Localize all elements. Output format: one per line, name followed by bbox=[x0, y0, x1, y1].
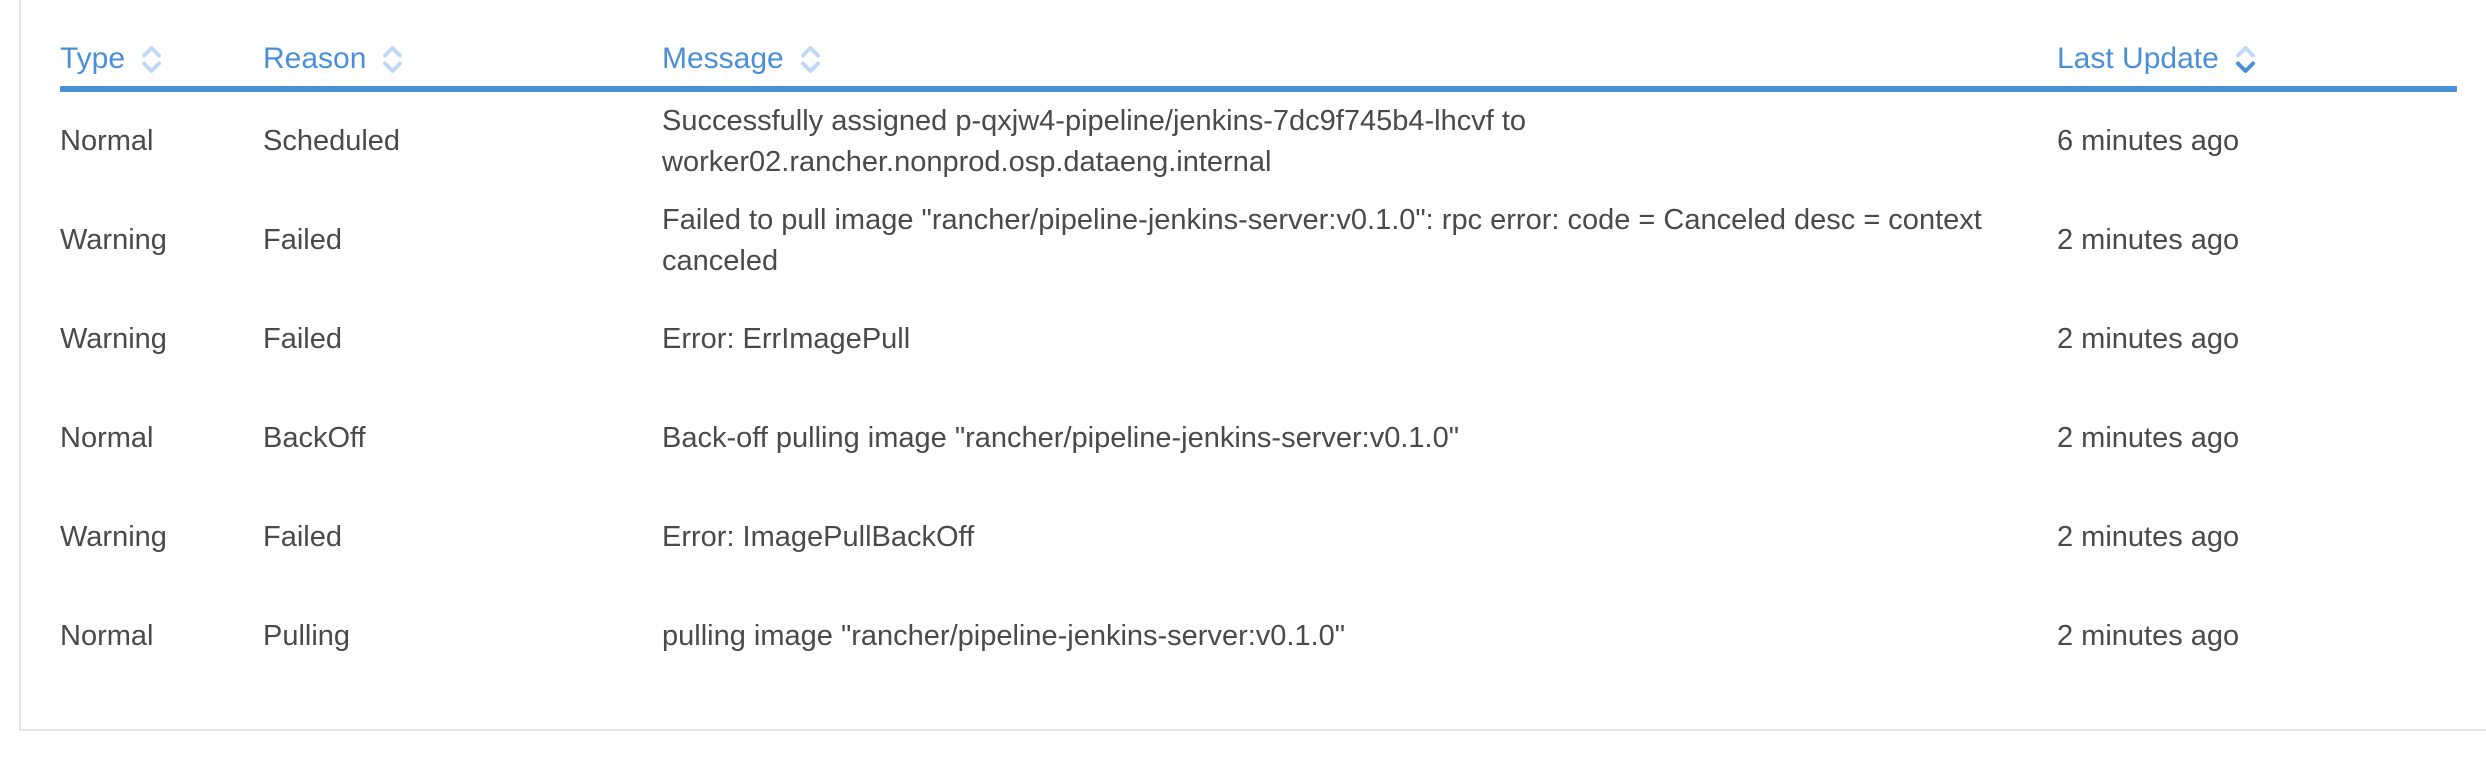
column-header-last-update[interactable]: Last Update bbox=[2057, 42, 2457, 86]
events-table: Type Reason Message Last Update bbox=[60, 0, 2457, 686]
column-header-type-label: Type bbox=[60, 42, 126, 75]
table-row: Normal Scheduled Successfully assigned p… bbox=[60, 92, 2457, 191]
table-row: Normal BackOff Back-off pulling image "r… bbox=[60, 389, 2457, 488]
cell-reason: BackOff bbox=[263, 422, 366, 454]
cell-message: Error: ImagePullBackOff bbox=[662, 521, 975, 553]
cell-reason: Scheduled bbox=[263, 125, 401, 157]
column-header-type[interactable]: Type bbox=[60, 42, 263, 86]
table-header-row: Type Reason Message Last Update bbox=[60, 0, 2457, 86]
sort-icon bbox=[382, 45, 403, 74]
cell-type: Warning bbox=[60, 323, 167, 355]
column-header-message[interactable]: Message bbox=[662, 42, 2057, 86]
cell-last-update: 2 minutes ago bbox=[2057, 224, 2240, 256]
cell-message: Back-off pulling image "rancher/pipeline… bbox=[662, 422, 1460, 454]
column-header-message-label: Message bbox=[662, 42, 784, 75]
table-body: Normal Scheduled Successfully assigned p… bbox=[60, 92, 2457, 686]
cell-type: Warning bbox=[60, 521, 167, 553]
cell-reason: Failed bbox=[263, 224, 342, 256]
table-row: Warning Failed Failed to pull image "ran… bbox=[60, 191, 2457, 290]
column-header-reason[interactable]: Reason bbox=[263, 42, 662, 86]
cell-type: Normal bbox=[60, 125, 154, 157]
cell-message: Error: ErrImagePull bbox=[662, 323, 911, 355]
cell-message: Failed to pull image "rancher/pipeline-j… bbox=[662, 203, 1982, 277]
table-row: Normal Pulling pulling image "rancher/pi… bbox=[60, 587, 2457, 686]
sort-icon bbox=[800, 45, 821, 74]
table-row: Warning Failed Error: ImagePullBackOff 2… bbox=[60, 488, 2457, 587]
cell-type: Warning bbox=[60, 224, 167, 256]
sort-icon bbox=[2235, 45, 2256, 74]
cell-type: Normal bbox=[60, 422, 154, 454]
column-header-last-update-label: Last Update bbox=[2057, 42, 2219, 75]
events-table-card bbox=[19, 0, 2486, 731]
cell-last-update: 2 minutes ago bbox=[2057, 422, 2240, 454]
cell-reason: Failed bbox=[263, 323, 342, 355]
cell-last-update: 2 minutes ago bbox=[2057, 521, 2240, 553]
sort-icon bbox=[141, 45, 162, 74]
cell-reason: Failed bbox=[263, 521, 342, 553]
header-underline bbox=[60, 86, 2457, 92]
cell-message: pulling image "rancher/pipeline-jenkins-… bbox=[662, 620, 1346, 652]
cell-last-update: 2 minutes ago bbox=[2057, 323, 2240, 355]
column-header-reason-label: Reason bbox=[263, 42, 367, 75]
cell-last-update: 6 minutes ago bbox=[2057, 125, 2240, 157]
cell-type: Normal bbox=[60, 620, 154, 652]
cell-reason: Pulling bbox=[263, 620, 351, 652]
cell-message: Successfully assigned p-qxjw4-pipeline/j… bbox=[662, 104, 1527, 178]
table-row: Warning Failed Error: ErrImagePull 2 min… bbox=[60, 290, 2457, 389]
cell-last-update: 2 minutes ago bbox=[2057, 620, 2240, 652]
